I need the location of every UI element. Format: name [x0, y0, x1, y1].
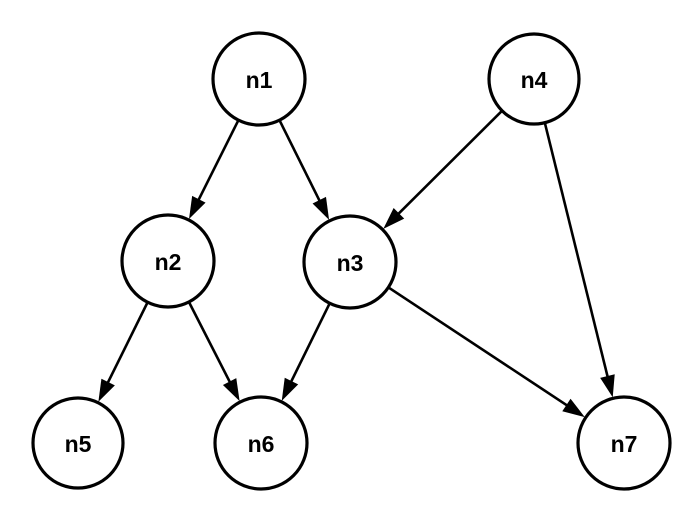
node-label: n4 [521, 67, 548, 93]
edge-n1-to-n3 [278, 120, 330, 220]
edge-line [543, 123, 611, 383]
graph-node-n2[interactable]: n2 [120, 213, 216, 309]
edge-n1-to-n2 [189, 120, 240, 219]
arrowhead-icon [600, 374, 615, 398]
node-label: n5 [65, 431, 92, 457]
arrowhead-icon [562, 398, 585, 418]
arrowhead-icon [189, 195, 206, 219]
edge-line [104, 302, 149, 388]
graph-node-n5[interactable]: n5 [31, 396, 125, 490]
arrowhead-icon [312, 196, 330, 220]
graph-node-n7[interactable]: n7 [576, 395, 672, 491]
arrowhead-icon [383, 208, 405, 229]
node-circle[interactable] [211, 31, 307, 127]
edge-line [188, 302, 234, 388]
node-label: n2 [155, 249, 182, 275]
graph-node-n3[interactable]: n3 [302, 214, 398, 310]
edges-layer [98, 110, 615, 418]
edge-n3-to-n6 [281, 303, 331, 401]
node-label: n1 [246, 67, 273, 93]
edge-n4-to-n3 [383, 110, 503, 229]
graph-node-n4[interactable]: n4 [487, 32, 581, 126]
edge-line [388, 286, 573, 410]
edge-line [278, 120, 324, 207]
arrowhead-icon [98, 378, 115, 402]
node-label: n6 [248, 431, 275, 457]
edge-n4-to-n7 [543, 123, 615, 398]
edge-line [195, 120, 240, 206]
graph-node-n6[interactable]: n6 [213, 395, 309, 491]
edge-n2-to-n5 [98, 302, 149, 402]
node-circle[interactable] [120, 213, 216, 309]
node-circle[interactable] [213, 395, 309, 491]
node-circle[interactable] [576, 395, 672, 491]
arrowhead-icon [222, 378, 240, 402]
node-circle[interactable] [487, 32, 581, 126]
node-label: n7 [611, 431, 638, 457]
edge-n2-to-n6 [188, 302, 240, 402]
node-label: n3 [337, 250, 364, 276]
arrowhead-icon [281, 377, 299, 401]
node-circle[interactable] [31, 396, 125, 490]
nodes-layer: n1 n2 n3 n4 n5 n6 n7 [31, 31, 672, 491]
edge-line [393, 110, 503, 219]
node-circle[interactable] [302, 214, 398, 310]
graph-node-n1[interactable]: n1 [211, 31, 307, 127]
edge-n3-to-n7 [388, 286, 585, 418]
edge-line [287, 303, 331, 388]
